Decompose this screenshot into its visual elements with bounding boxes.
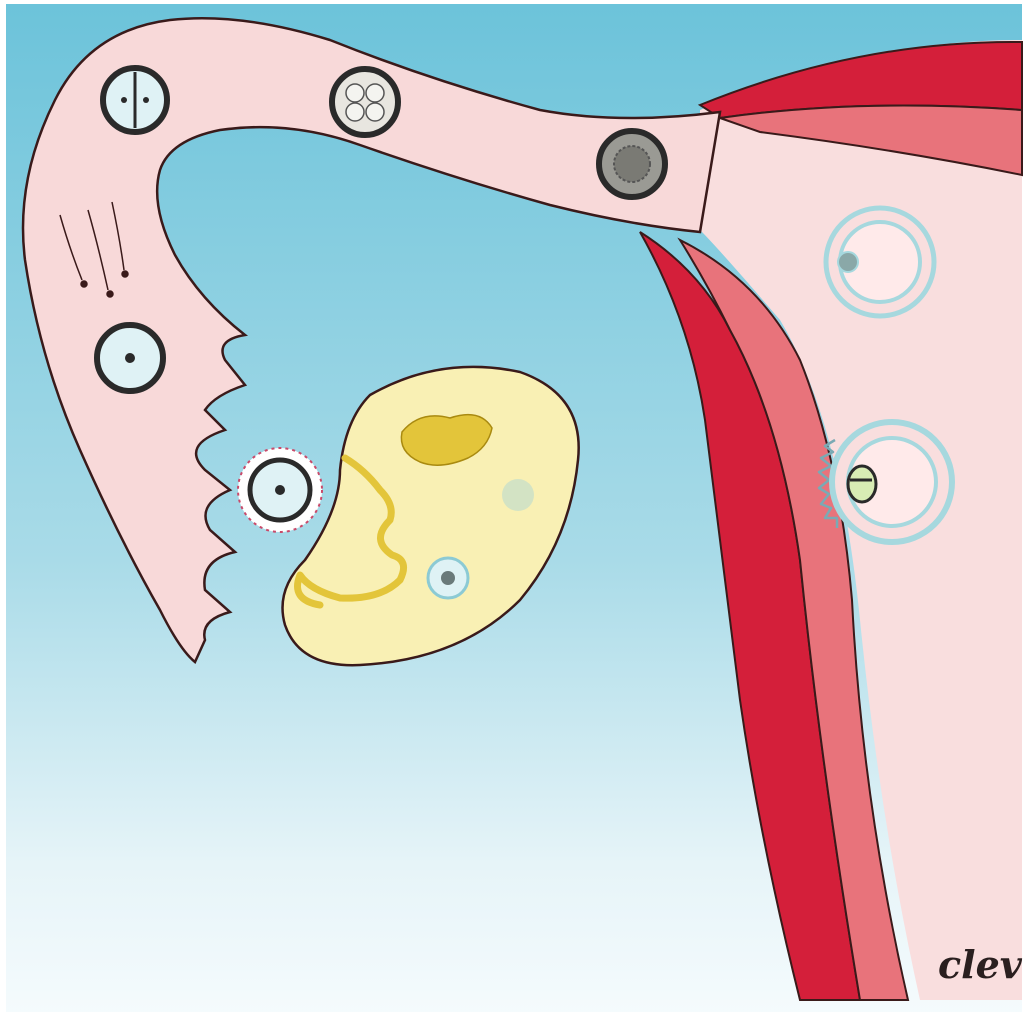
zygote bbox=[97, 325, 163, 391]
blastocyst bbox=[826, 208, 934, 316]
two-cell-stage bbox=[103, 68, 167, 132]
four-cell-stage bbox=[332, 69, 398, 135]
signature: clev bbox=[938, 942, 1023, 987]
bottom-frame bbox=[0, 1012, 1024, 1024]
ovarian-follicle bbox=[502, 479, 534, 511]
follicle-oocyte bbox=[441, 571, 455, 585]
ovulated-egg bbox=[238, 448, 322, 532]
morula bbox=[599, 131, 665, 197]
